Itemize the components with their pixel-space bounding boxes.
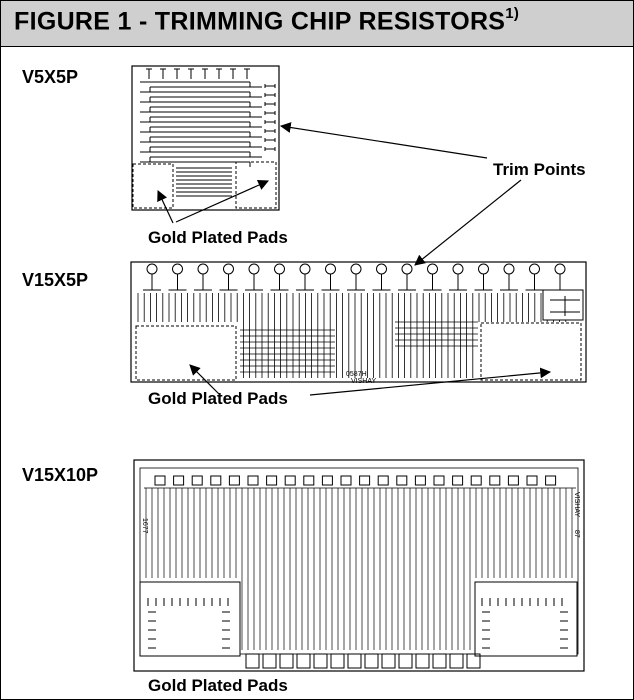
chip3-side-code: 1677 xyxy=(141,518,148,534)
chip2-trim-circle xyxy=(350,263,362,275)
chip3-pad-ticks xyxy=(147,598,568,649)
chip3-bottom-contacts xyxy=(245,653,481,669)
gold-pads-label-2: Gold Plated Pads xyxy=(148,389,288,408)
chip3-trim-box xyxy=(433,475,445,486)
chip2-trim-circle xyxy=(554,263,566,275)
chip2-trim-circle xyxy=(376,263,387,275)
model-label-v5x5p: V5X5P xyxy=(22,67,79,87)
chip3-trim-box xyxy=(340,475,352,486)
chip3-contact xyxy=(262,653,277,669)
chip2-trim-circle xyxy=(427,263,438,275)
chip2-trim-circle xyxy=(172,263,183,275)
chip2-trim-circle xyxy=(299,263,311,275)
chip3-contact xyxy=(330,653,345,669)
chip2-trim-circle xyxy=(146,263,158,275)
chip-v15x5p xyxy=(130,261,587,383)
chip3-trim-box xyxy=(377,475,389,486)
chip2-trim-circle xyxy=(503,263,515,275)
figure-title-text: FIGURE 1 - TRIMMING CHIP RESISTORS xyxy=(14,7,506,36)
chip3-contact xyxy=(415,653,430,669)
chip3-trim-box xyxy=(359,475,371,486)
arrow-trim-point-2 xyxy=(414,179,522,266)
chip2-brand: VISHAY xyxy=(351,378,376,385)
model-label-v15x10p: V15X10P xyxy=(22,465,99,485)
chip2-marking: 0587H xyxy=(346,371,367,378)
arrow-gold-pad-2a xyxy=(189,364,221,396)
chip3-contact xyxy=(466,653,481,669)
arrow-gold-pad-2b xyxy=(309,367,552,396)
chip3-contact xyxy=(364,653,379,669)
chip2-trim-circle xyxy=(452,263,464,275)
chip2-trim-circle xyxy=(223,263,234,275)
chip3-contact xyxy=(432,653,447,669)
chip3-brand: VISHAY xyxy=(573,492,580,517)
callout-arrows xyxy=(157,122,552,396)
chip3-trim-box xyxy=(396,475,408,486)
chip3-contact xyxy=(245,653,260,669)
figure-title: FIGURE 1 - TRIMMING CHIP RESISTORS1) xyxy=(14,5,520,36)
chip1-gold-pad-right xyxy=(235,161,277,209)
chip3-resistor-lines xyxy=(144,487,576,650)
chip3-trim-box xyxy=(545,475,557,486)
trim-points-label: Trim Points xyxy=(493,160,586,179)
chip3-contact xyxy=(381,653,396,669)
chip3-code: 87 xyxy=(573,530,580,538)
footnote-mark: 1) xyxy=(505,5,520,22)
chip3-trim-box xyxy=(228,475,240,486)
arrow-trim-point-1 xyxy=(279,122,488,159)
chip2-trim-circle xyxy=(401,263,413,275)
chip3-contact xyxy=(313,653,328,669)
chip2-trim-circle xyxy=(248,263,260,275)
chip-v15x10p xyxy=(133,459,585,672)
chip2-gold-pad-right xyxy=(480,322,582,381)
chip3-trim-box xyxy=(452,475,464,486)
model-label-v15x5p: V15X5P xyxy=(22,270,89,290)
chip3-gold-pad-left xyxy=(139,581,241,657)
arrow-gold-pad-1b xyxy=(175,180,269,223)
chip3-contact xyxy=(279,653,294,669)
chip3-gold-pad-right xyxy=(474,581,578,657)
chip3-trim-box xyxy=(154,475,166,486)
chip3-trim-box xyxy=(173,475,185,486)
gold-pads-label-1: Gold Plated Pads xyxy=(148,228,288,247)
chip3-trim-box xyxy=(303,475,315,486)
gold-pads-label-3: Gold Plated Pads xyxy=(148,676,288,695)
chip3-contact xyxy=(347,653,362,669)
chip3-trim-box xyxy=(247,475,259,486)
chip3-trim-box xyxy=(489,475,501,486)
chip3-trim-box xyxy=(414,475,426,486)
chip1-gold-pad-left xyxy=(132,163,174,209)
title-bar: FIGURE 1 - TRIMMING CHIP RESISTORS1) xyxy=(1,1,633,47)
chip3-trim-box xyxy=(507,475,519,486)
chip2-trim-circle xyxy=(274,263,285,275)
chip3-trim-box xyxy=(191,475,203,486)
chip3-trim-box xyxy=(321,475,333,486)
chip2-resistor-lines xyxy=(137,293,567,378)
chip3-trim-box xyxy=(210,475,222,486)
chip1-side-trim-points xyxy=(264,84,276,151)
chip3-contact xyxy=(296,653,311,669)
chip3-trim-points xyxy=(154,475,557,486)
chip3-trim-box xyxy=(470,475,482,486)
chip2-trim-circle xyxy=(325,263,336,275)
chip2-trim-points xyxy=(143,263,569,291)
chip1-top-trim-points xyxy=(146,68,250,79)
chip3-contact xyxy=(449,653,464,669)
chip2-trim-circle xyxy=(478,263,489,275)
chip-v5x5p xyxy=(131,65,280,211)
arrow-gold-pad-1a xyxy=(157,190,174,224)
chip3-contact xyxy=(398,653,413,669)
chip1-serpentine xyxy=(140,81,262,197)
chip3-trim-box xyxy=(266,475,278,486)
chip3-trim-box xyxy=(526,475,538,486)
chip2-trim-circle xyxy=(197,263,209,275)
chip3-trim-box xyxy=(284,475,296,486)
chip2-trim-circle xyxy=(529,263,540,275)
chip2-gold-pad-left xyxy=(135,325,237,381)
